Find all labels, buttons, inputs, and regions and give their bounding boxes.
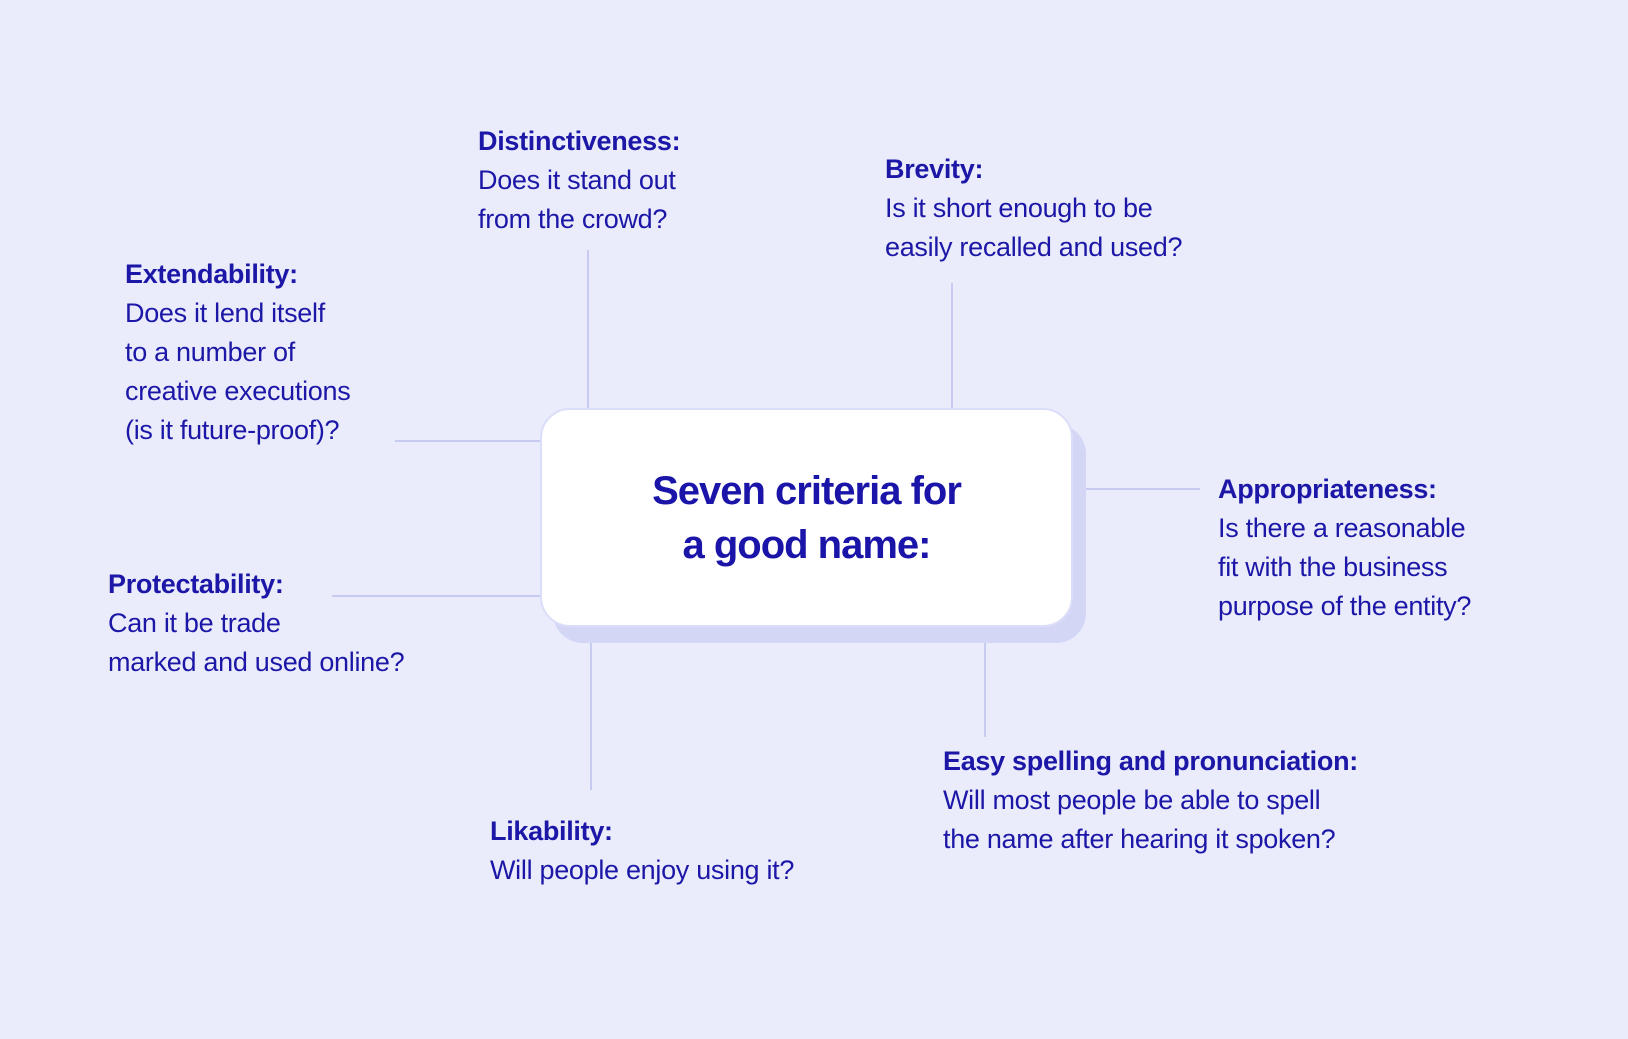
criterion-text-line: creative executions [125,376,351,406]
connector-line-protectability [332,595,541,597]
criterion-title: Extendability: [125,259,298,289]
connector-line-distinctiveness [587,250,589,408]
central-topic-title-line2: a good name: [682,522,931,567]
criterion-extendability: Extendability: Does it lend itself to a … [125,255,351,450]
criterion-text-line: Does it stand out [478,165,676,195]
criterion-text-line: to a number of [125,337,295,367]
criterion-easy-spelling: Easy spelling and pronunciation: Will mo… [943,742,1358,859]
criterion-brevity: Brevity: Is it short enough to be easily… [885,150,1183,267]
connector-line-extendability [395,440,541,442]
criterion-title: Easy spelling and pronunciation: [943,746,1358,776]
criterion-text-line: Does it lend itself [125,298,325,328]
criterion-text-line: purpose of the entity? [1218,591,1472,621]
criterion-text-line: fit with the business [1218,552,1448,582]
criterion-text-line: easily recalled and used? [885,232,1183,262]
criterion-title: Distinctiveness: [478,126,681,156]
criterion-text-line: Will most people be able to spell [943,785,1321,815]
criterion-text-line: marked and used online? [108,647,405,677]
criterion-protectability: Protectability: Can it be trade marked a… [108,565,405,682]
connector-line-likability [590,629,592,790]
criterion-text-line: the name after hearing it spoken? [943,824,1336,854]
criterion-text-line: Will people enjoy using it? [490,855,795,885]
criterion-text-line: Can it be trade [108,608,281,638]
criterion-title: Likability: [490,816,613,846]
central-topic-card: Seven criteria for a good name: [540,408,1073,627]
criterion-distinctiveness: Distinctiveness: Does it stand out from … [478,122,681,239]
connector-line-easy-spelling [984,629,986,737]
criterion-title: Appropriateness: [1218,474,1437,504]
criterion-appropriateness: Appropriateness: Is there a reasonable f… [1218,470,1471,626]
criterion-likability: Likability: Will people enjoy using it? [490,812,794,890]
criterion-title: Brevity: [885,154,984,184]
criterion-text-line: Is there a reasonable [1218,513,1466,543]
criterion-title: Protectability: [108,569,284,599]
connector-line-brevity [951,283,953,408]
criterion-text-line: Is it short enough to be [885,193,1153,223]
connector-line-appropriateness [1075,488,1200,490]
central-topic-title-line1: Seven criteria for [652,468,962,513]
criterion-text-line: (is it future-proof)? [125,415,340,445]
criterion-text-line: from the crowd? [478,204,668,234]
central-topic-title: Seven criteria for a good name: [652,464,962,572]
